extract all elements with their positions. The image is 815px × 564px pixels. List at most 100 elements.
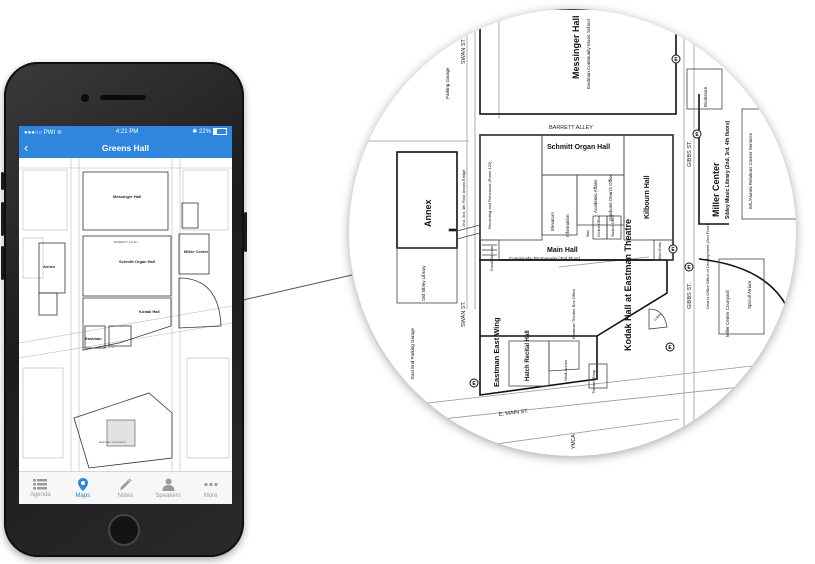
pencil-icon (119, 477, 132, 490)
entrance-marker-e-main-entry-label: E (671, 247, 675, 253)
building-east-end-parking: East End Parking Garage (410, 327, 415, 379)
svg-text:Schmitt Organ Hall: Schmitt Organ Hall (119, 259, 155, 264)
earpiece (100, 95, 146, 100)
map-pin-icon (77, 477, 88, 491)
entrance-markers: E E E E E (469, 54, 702, 388)
entrance-marker-e-miller: E (692, 129, 702, 139)
room-iml-alumni: IML/Alumni Relations Career Services (748, 132, 753, 209)
entrance-marker-e-messinger: E (671, 54, 681, 64)
battery-status: ✱ 22% (192, 128, 227, 136)
annex-bridge-label: 2nd, 3rd, 4th Floor Annex Bridge (461, 169, 466, 227)
building-miller-center: Miller Center (711, 162, 721, 217)
list-icon (33, 478, 48, 489)
room-academic-affairs: Academic Affairs (593, 179, 598, 213)
lobby-label: Lobby (653, 312, 663, 322)
entrance-marker-e-main-entry: E (668, 244, 678, 254)
street-label-barrett-alley: BARRETT ALLEY (549, 125, 593, 131)
status-bar: ●●●○○ PWI ≋ 4:21 PM ✱ 22% (19, 126, 232, 138)
box-office-label: Eastman Theatre Box Office (571, 288, 576, 339)
room-central-office: Central Office (597, 216, 601, 237)
svg-text:Messinger Hall: Messinger Hall (113, 194, 141, 199)
campus-map-thumbnail[interactable]: Messinger Hall Schmitt Organ Hall Annex … (19, 158, 232, 472)
ellipsis-icon (204, 482, 218, 486)
tab-label-notes: Notes (117, 492, 134, 499)
building-kodak-hall: Kodak Hall at Eastman Theatre (623, 219, 633, 351)
carrier-signal: ●●●○○ PWI ≋ (24, 129, 62, 136)
room-stair: Stair (586, 229, 590, 237)
comminsky-promenade-label: Comminsky Promenade (2nd Floor) (509, 256, 581, 261)
battery-percent: 22% (198, 129, 211, 136)
carrier-label: PWI (43, 129, 56, 136)
mute-switch (1, 172, 4, 190)
room-student-office: Student Office (611, 215, 615, 237)
street-label-swan-bottom: SWAN ST. (461, 301, 467, 327)
building-ymca: YMCA (571, 434, 577, 449)
tab-notes[interactable]: Notes (104, 477, 146, 499)
svg-text:Eastman Commons: Eastman Commons (99, 440, 126, 444)
street-label-swan-top: SWAN ST. (461, 38, 467, 64)
entrance-marker-e-gibbs-label: E (687, 265, 691, 271)
wifi-icon: ≋ (56, 129, 62, 136)
svg-text:Miller Center: Miller Center (184, 249, 209, 254)
street-label-gibbs-bottom: GIBBS ST. (687, 282, 693, 309)
map-zoom-magnifier: SWAN ST. SWAN ST. BARRETT ALLEY GIBBS ST… (349, 9, 796, 456)
building-old-sibley: Old Sibley Library (421, 265, 426, 301)
room-graduate-deans-office: Graduate Dean's Office (608, 174, 613, 221)
building-kilbourn-hall: Kilbourn Hall (644, 175, 651, 219)
campus-map-detail: SWAN ST. SWAN ST. BARRETT ALLEY GIBBS ST… (349, 9, 796, 456)
svg-text:E. MAIN ST.: E. MAIN ST. (99, 345, 116, 349)
entrance-marker-e-east-wing: E (469, 378, 479, 388)
building-parking-top: Parking Garage (445, 67, 450, 99)
tab-more[interactable]: More (190, 478, 232, 499)
svg-text:Eastman: Eastman (85, 336, 102, 341)
tab-label-maps: Maps (75, 492, 91, 499)
nav-bar: ‹ Greens Hall (19, 138, 232, 158)
miller-courtyard-label: Miller Center Courtyard (725, 290, 730, 337)
tab-speakers[interactable]: Speakers (147, 478, 189, 499)
entrance-marker-e-messinger-label: E (674, 57, 678, 63)
entrance-marker-e-miller-label: E (695, 132, 699, 138)
volume-down-button (1, 246, 4, 280)
bluetooth-icon: ✱ (192, 129, 198, 136)
building-hatch-recital-hall: Hatch Recital Hall (525, 330, 531, 381)
entrance-marker-e-kodak-label: E (668, 345, 672, 351)
building-messinger-subtitle: Eastman Community Music School (586, 19, 591, 89)
building-eastman-east-wing: Eastman East Wing (492, 317, 501, 387)
home-button[interactable] (108, 514, 140, 546)
sproull-atrium-label: Sproull Atrium (747, 281, 752, 309)
tab-maps[interactable]: Maps (62, 477, 104, 499)
street-label-gibbs-top: GIBBS ST. (687, 140, 693, 167)
room-elevators: Elevators (550, 211, 555, 231)
building-annex: Annex (423, 199, 433, 227)
walk-annex-label: Walk Annex (563, 360, 568, 381)
phone-screen: ●●●○○ PWI ≋ 4:21 PM ✱ 22% ‹ Greens Hall (19, 126, 232, 504)
volume-up-button (1, 202, 4, 236)
tab-bar: Agenda Maps Notes (19, 471, 232, 504)
room-information: Information (565, 214, 570, 237)
person-icon (162, 478, 175, 491)
building-schmitt-organ-hall: Schmitt Organ Hall (547, 144, 610, 151)
entrance-marker-e-east-wing-label: E (472, 381, 476, 387)
building-bookstore: Bookstore (703, 86, 708, 107)
street-label-east-main: E. MAIN ST. (499, 408, 530, 418)
building-main-hall: Main Hall (547, 247, 578, 254)
svg-text:BARRETT ALLEY: BARRETT ALLEY (114, 240, 138, 244)
status-time: 4:21 PM (115, 129, 139, 135)
phone-frame: ●●●○○ PWI ≋ 4:21 PM ✱ 22% ‹ Greens Hall (1, 62, 247, 557)
theatre-shop-label: Theatre Shop (591, 369, 596, 394)
tab-label-more: More (203, 492, 218, 499)
power-button (244, 212, 247, 252)
back-chevron-icon[interactable]: ‹ (24, 140, 29, 155)
sibley-music-library-label: Sibley Music Library (2nd, 3rd, 4th floo… (725, 120, 731, 219)
svg-text:Annex: Annex (43, 264, 56, 269)
svg-text:Kodak Hall: Kodak Hall (139, 309, 160, 314)
battery-icon (212, 128, 227, 136)
tab-label-speakers: Speakers (155, 492, 181, 499)
room-recording-rehearsal: Recording and Rehearsal (Room 120) (487, 161, 492, 229)
page-title: Greens Hall (101, 143, 150, 153)
entrance-marker-e-kodak: E (665, 342, 675, 352)
main-entry-label: Main Entry (658, 242, 662, 259)
tab-agenda[interactable]: Agenda (19, 478, 61, 498)
